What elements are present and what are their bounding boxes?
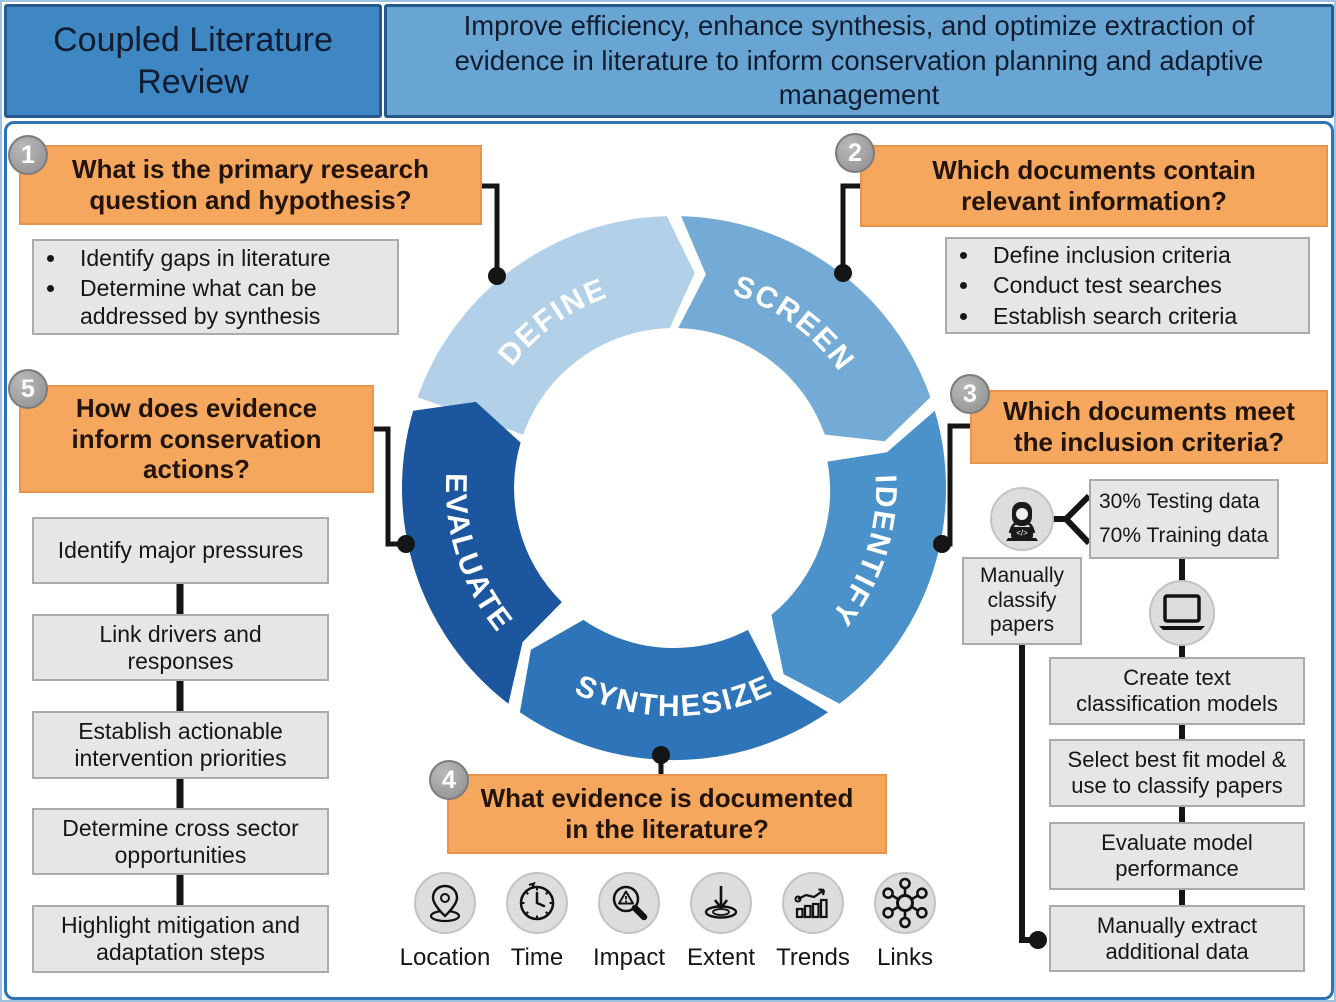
evidence-label-trends: Trends — [776, 944, 850, 971]
step-2-question: Which documents contain relevant informa… — [860, 145, 1328, 227]
evidence-label-links: Links — [876, 944, 934, 971]
step-2-bullets: Define inclusion criteria Conduct test s… — [945, 237, 1310, 334]
list-item: Identify gaps in literature — [68, 244, 397, 272]
flow-box: Create text classification models — [1049, 657, 1305, 725]
step-5-question: How does evidence inform conservation ac… — [19, 385, 374, 493]
flow-box: Identify major pressures — [32, 517, 329, 584]
list-item: Conduct test searches — [981, 271, 1237, 299]
step-1-badge: 1 — [8, 135, 48, 175]
step-4-question: What evidence is documented in the liter… — [447, 774, 887, 854]
step-1-bullets: Identify gaps in literature Determine wh… — [32, 239, 399, 335]
step-5-badge: 5 — [8, 369, 48, 409]
step-1-question: What is the primary research question an… — [19, 145, 482, 225]
list-item: Define inclusion criteria — [981, 241, 1237, 269]
step-3-badge: 3 — [950, 374, 990, 414]
flow-box: Determine cross sector opportunities — [32, 808, 329, 875]
data-split-box: 30% Testing data 70% Training data — [1089, 479, 1279, 559]
page-subtitle: Improve efficiency, enhance synthesis, a… — [384, 4, 1334, 118]
flow-box: Manually extract additional data — [1049, 905, 1305, 972]
flow-box: Establish actionable intervention priori… — [32, 711, 329, 779]
flow-box: Highlight mitigation and adaptation step… — [32, 905, 329, 973]
testing-data-label: 30% Testing data — [1099, 490, 1260, 513]
evidence-label-extent: Extent — [686, 944, 756, 971]
evidence-label-location: Location — [399, 944, 491, 971]
flow-box: Link drivers and responses — [32, 614, 329, 681]
flow-box: Evaluate model performance — [1049, 822, 1305, 890]
flow-box: Select best fit model & use to classify … — [1049, 739, 1305, 807]
manually-classify-box: Manually classify papers — [962, 557, 1082, 645]
training-data-label: 70% Training data — [1099, 524, 1269, 547]
evidence-label-impact: Impact — [592, 944, 666, 971]
page-title: Coupled Literature Review — [4, 4, 382, 118]
list-item: Establish search criteria — [981, 302, 1237, 330]
step-3-question: Which documents meet the inclusion crite… — [970, 390, 1328, 464]
list-item: Determine what can be addressed by synth… — [68, 274, 397, 330]
evidence-label-time: Time — [510, 944, 564, 971]
step-2-badge: 2 — [835, 133, 875, 173]
step-4-badge: 4 — [429, 760, 469, 800]
